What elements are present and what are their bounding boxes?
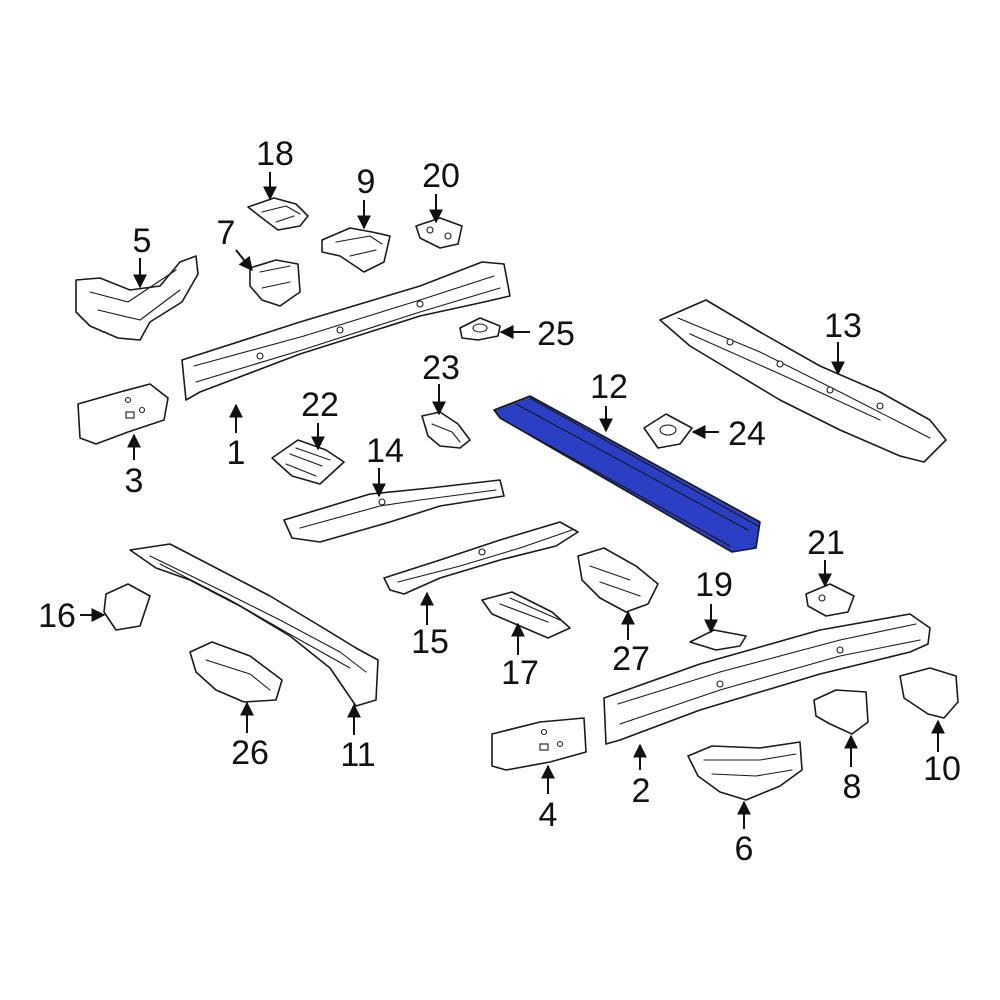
callout-10: 10 xyxy=(923,750,961,788)
part-7[interactable] xyxy=(249,259,301,307)
callout-1: 1 xyxy=(227,434,246,472)
part-11[interactable] xyxy=(129,543,379,707)
part-5[interactable] xyxy=(75,255,199,341)
callout-25: 25 xyxy=(537,315,575,353)
part-4[interactable] xyxy=(491,717,587,771)
callout-labels: 1 2 3 4 5 6 7 8 9 10 11 12 13 14 15 16 1… xyxy=(38,135,961,868)
part-12-body xyxy=(493,395,761,553)
part-17[interactable] xyxy=(481,591,571,639)
callout-19: 19 xyxy=(695,566,733,604)
callout-23: 23 xyxy=(422,349,460,387)
callout-12: 12 xyxy=(590,368,628,406)
part-13[interactable] xyxy=(659,299,947,463)
part-19[interactable] xyxy=(689,629,747,651)
part-18[interactable] xyxy=(247,197,309,231)
callout-24: 24 xyxy=(728,415,766,453)
part-10[interactable] xyxy=(899,667,959,719)
callout-6: 6 xyxy=(735,830,754,868)
part-8[interactable] xyxy=(813,689,869,735)
part-21[interactable] xyxy=(805,583,855,617)
callout-26: 26 xyxy=(231,734,269,772)
part-3[interactable] xyxy=(77,383,169,445)
callout-14: 14 xyxy=(366,432,404,470)
callout-17: 17 xyxy=(501,654,539,692)
callout-16: 16 xyxy=(38,597,76,635)
part-12[interactable] xyxy=(493,395,761,553)
part-16[interactable] xyxy=(103,583,151,631)
part-15[interactable] xyxy=(383,521,579,595)
part-20[interactable] xyxy=(415,217,463,249)
callout-9: 9 xyxy=(357,163,376,201)
callout-5: 5 xyxy=(133,222,152,260)
part-9[interactable] xyxy=(321,227,391,273)
callout-4: 4 xyxy=(539,796,558,834)
leader-lines xyxy=(80,172,945,829)
callout-3: 3 xyxy=(125,462,144,500)
part-25[interactable] xyxy=(459,317,501,341)
callout-21: 21 xyxy=(807,524,845,562)
callout-7: 7 xyxy=(217,214,236,252)
callout-15: 15 xyxy=(411,623,449,661)
part-1[interactable] xyxy=(181,261,511,401)
callout-20: 20 xyxy=(422,157,460,195)
part-23[interactable] xyxy=(421,411,471,449)
callout-13: 13 xyxy=(824,307,862,345)
part-24[interactable] xyxy=(643,413,693,449)
callout-11: 11 xyxy=(340,736,375,774)
callout-2: 2 xyxy=(632,772,651,810)
part-2[interactable] xyxy=(603,613,931,745)
callout-27: 27 xyxy=(612,640,650,678)
part-14[interactable] xyxy=(283,479,505,543)
part-26[interactable] xyxy=(189,641,283,703)
callout-18: 18 xyxy=(256,135,294,173)
part-22[interactable] xyxy=(271,439,345,485)
part-27[interactable] xyxy=(577,547,659,613)
callout-8: 8 xyxy=(843,768,862,806)
part-6[interactable] xyxy=(687,741,803,801)
callout-22: 22 xyxy=(301,386,339,424)
